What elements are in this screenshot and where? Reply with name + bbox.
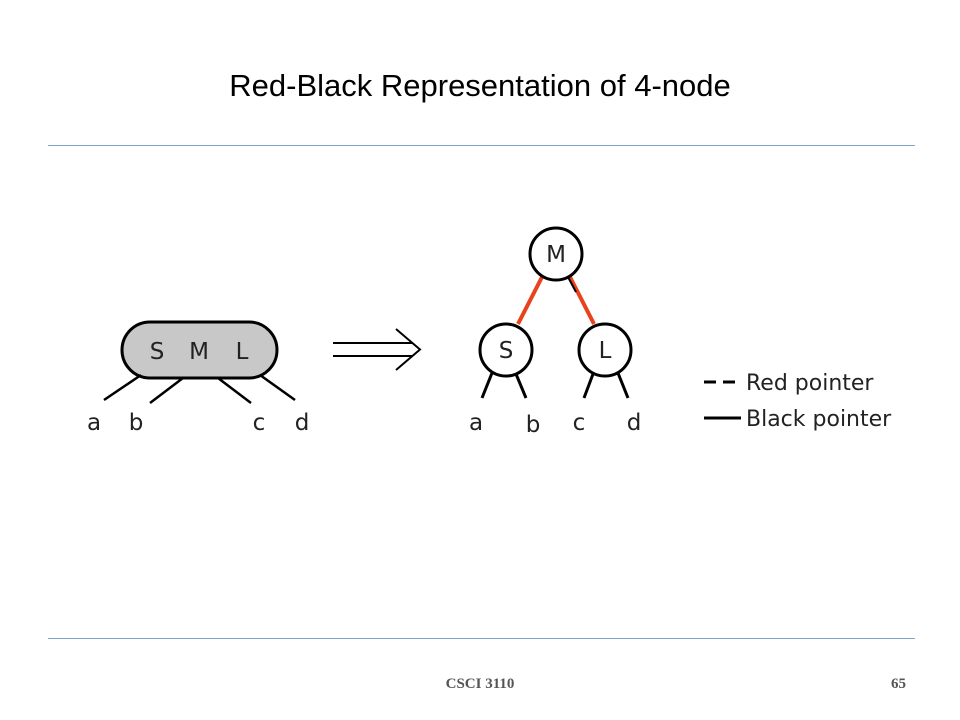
tree-edge-d	[616, 372, 630, 399]
legend-red-label: Red pointer	[746, 371, 874, 396]
red-edge-left	[516, 276, 544, 325]
edge-tick	[567, 276, 577, 293]
red-edge-right	[568, 276, 596, 325]
page-number: 65	[891, 676, 906, 692]
tree-edge-a	[480, 372, 494, 399]
four-node-child-b: b	[129, 410, 144, 436]
bottom-divider	[48, 638, 915, 639]
tree-edge-b	[514, 373, 528, 399]
four-node-edge-b	[149, 377, 184, 404]
red-black-tree: M S L a b c d	[469, 226, 642, 438]
four-node-key-s: S	[150, 339, 165, 365]
tree-node-root	[528, 226, 584, 282]
four-node-box	[120, 320, 279, 380]
tree-leaf-d: d	[627, 410, 642, 436]
four-node-edge-d	[259, 373, 296, 402]
tree-node-left-label: S	[499, 338, 514, 364]
transform-arrow	[333, 328, 422, 371]
tree-node-root-label: M	[546, 242, 566, 268]
four-node: S M L a b c d	[87, 320, 310, 436]
tree-leaf-c: c	[573, 410, 586, 436]
slide-title: Red-Black Representation of 4-node	[229, 68, 731, 103]
tree-node-left	[478, 322, 534, 378]
four-node-child-c: c	[253, 410, 266, 436]
tree-node-right-label: L	[599, 338, 612, 364]
tree-leaf-b: b	[526, 412, 541, 438]
legend-black-label: Black pointer	[746, 407, 892, 432]
tree-node-right	[577, 322, 633, 378]
four-node-child-a: a	[87, 410, 101, 436]
tree-leaf-a: a	[469, 410, 483, 436]
arrow-head	[395, 328, 422, 371]
four-node-edge-c	[217, 377, 252, 404]
footer-course: CSCI 3110	[445, 676, 515, 692]
four-node-edge-a	[103, 373, 142, 402]
legend: Red pointer Black pointer	[704, 371, 892, 432]
four-node-key-m: M	[189, 339, 209, 365]
tree-edge-c	[582, 373, 595, 399]
four-node-child-d: d	[295, 410, 310, 436]
top-divider	[48, 145, 915, 146]
four-node-key-l: L	[236, 339, 249, 365]
